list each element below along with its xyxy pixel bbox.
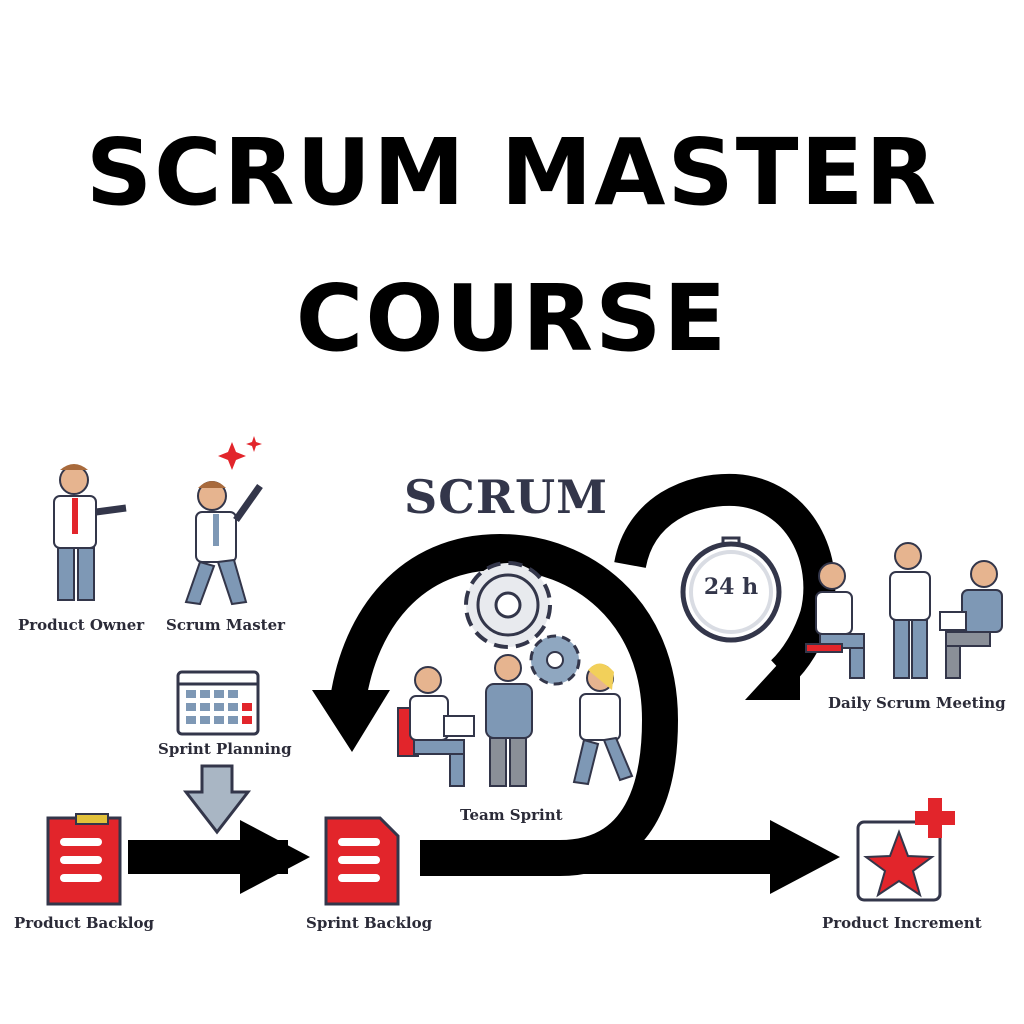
sprint-cycle-arrow <box>312 533 679 876</box>
title-line-2: COURSE <box>295 265 729 372</box>
daily-meeting-person-2 <box>889 542 931 679</box>
daily-meeting-person-1 <box>805 562 865 679</box>
team-member-2 <box>485 654 533 787</box>
label-team-sprint: Team Sprint <box>460 806 563 824</box>
product-backlog-icon <box>46 813 122 906</box>
calendar-icon <box>176 670 260 736</box>
title-line-1: SCRUM MASTER <box>85 119 939 226</box>
scrum-master-figure <box>184 481 263 606</box>
product-increment-icon <box>856 798 955 902</box>
label-sprint-backlog: Sprint Backlog <box>306 914 433 932</box>
team-member-3 <box>572 663 634 786</box>
product-owner-figure <box>53 464 127 601</box>
label-daily-scrum-meeting: Daily Scrum Meeting <box>828 694 1006 712</box>
label-product-owner: Product Owner <box>18 616 145 634</box>
stopwatch-icon <box>680 536 782 643</box>
label-product-backlog: Product Backlog <box>14 914 154 932</box>
label-product-increment: Product Increment <box>822 914 982 932</box>
scrum-heading: SCRUM <box>404 470 609 524</box>
sprint-backlog-icon <box>324 816 400 906</box>
sparkle-icon <box>218 436 262 470</box>
team-member-1 <box>397 666 475 787</box>
daily-meeting-person-3 <box>939 560 1003 679</box>
gear-icon <box>464 561 552 649</box>
label-sprint-planning: Sprint Planning <box>158 740 292 758</box>
timer-label: 24 h <box>703 574 759 600</box>
planning-down-arrow <box>182 764 252 835</box>
gear-small-icon <box>529 634 581 686</box>
sprint-to-increment-arrow <box>560 820 840 894</box>
label-scrum-master: Scrum Master <box>166 616 286 634</box>
daily-cycle-arrow <box>614 473 836 700</box>
backlog-to-sprint-arrow <box>128 820 310 894</box>
